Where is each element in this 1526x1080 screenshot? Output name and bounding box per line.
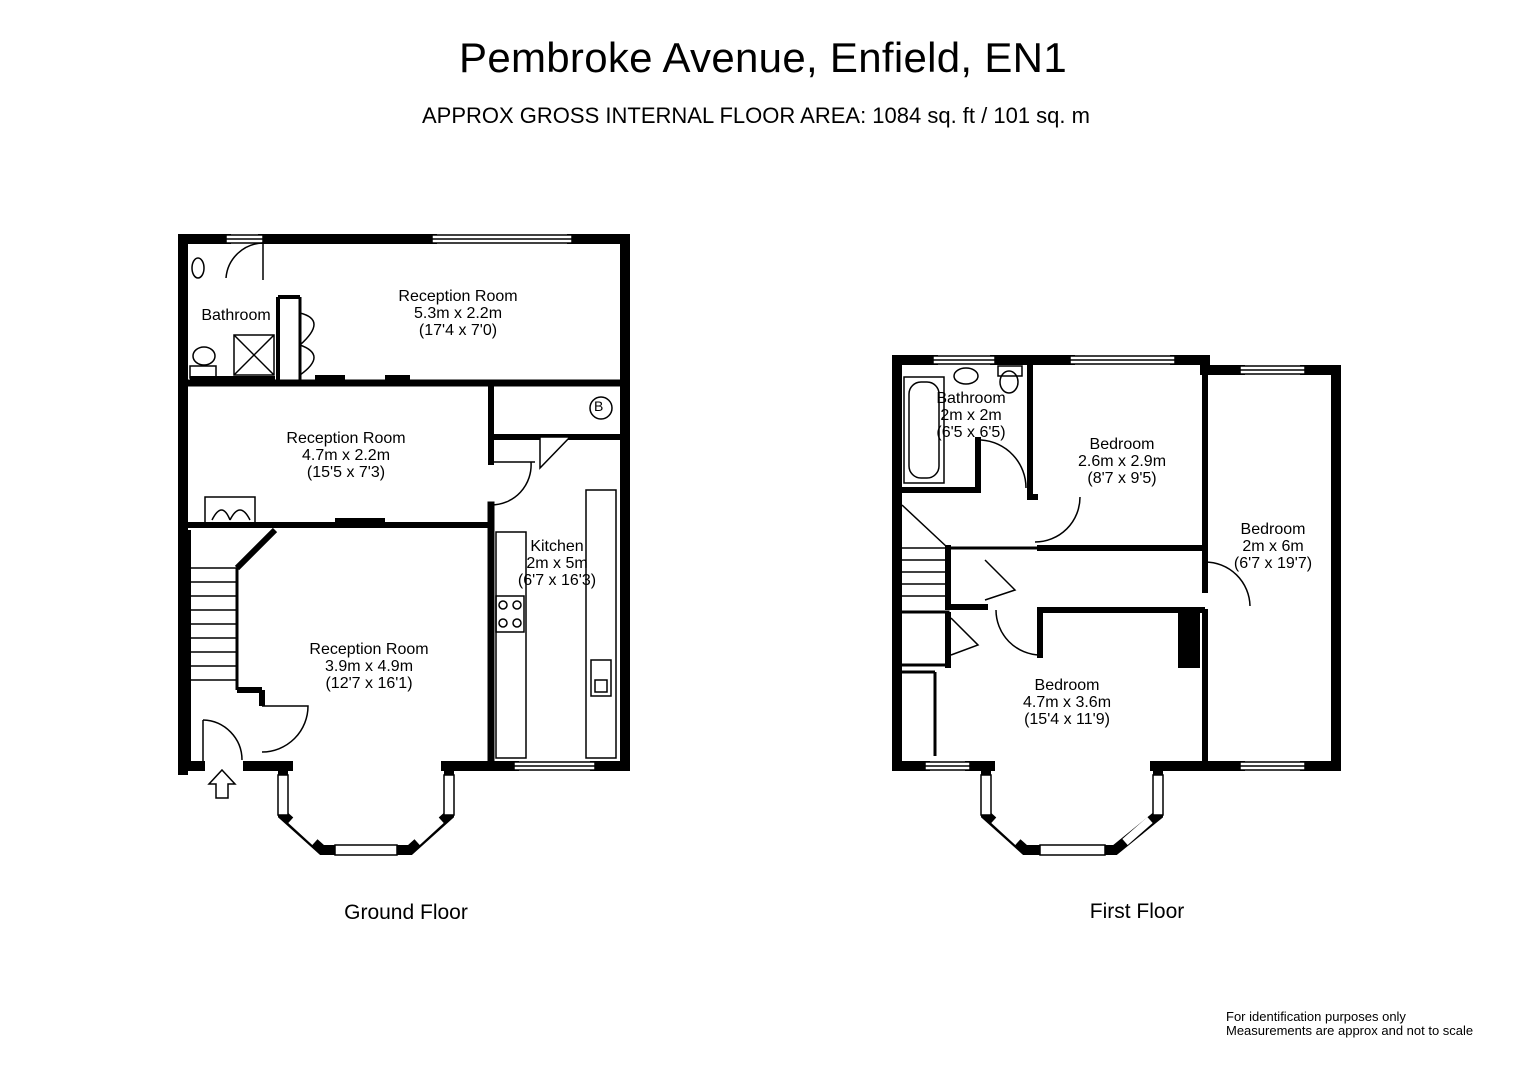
ground-bay-window — [277, 766, 455, 856]
boiler-icon — [589, 396, 613, 420]
room-label-kitchen: Kitchen 2m x 5m (6'7 x 16'3) — [517, 538, 597, 589]
room-label-reception-1: Reception Room 5.3m x 2.2m (17'4 x 7'0) — [398, 288, 518, 339]
disclaimer: For identification purposes only Measure… — [1226, 1010, 1473, 1038]
ground-top-windows — [225, 234, 596, 771]
ground-stairs — [181, 496, 278, 770]
ground-floor-label: Ground Floor — [344, 901, 468, 924]
floor-area-summary: APPROX GROSS INTERNAL FLOOR AREA: 1084 s… — [422, 103, 1090, 128]
room-label-bathroom-ground: Bathroom — [201, 307, 271, 324]
room-label-reception-2: Reception Room 4.7m x 2.2m (15'5 x 7'3) — [286, 430, 406, 481]
first-floor-walls — [892, 355, 1341, 771]
plan-title: Pembroke Avenue, Enfield, EN1 — [459, 34, 1067, 81]
room-label-bedroom-2: Bedroom 2m x 6m (6'7 x 19'7) — [1233, 521, 1313, 572]
boiler-label: B — [594, 398, 604, 414]
disclaimer-line-2: Measurements are approx and not to scale — [1226, 1023, 1474, 1038]
room-label-bathroom-first: Bathroom 2m x 2m (6'5 x 6'5) — [936, 390, 1006, 441]
room-label-bedroom-3: Bedroom 4.7m x 3.6m (15'4 x 11'9) — [1022, 677, 1112, 728]
first-bay-window — [980, 766, 1164, 856]
disclaimer-line-1: For identification purposes only — [1226, 1009, 1406, 1024]
room-label-bedroom-1: Bedroom 2.6m x 2.9m (8'7 x 9'5) — [1077, 436, 1167, 487]
first-floor-label: First Floor — [1089, 900, 1185, 923]
room-label-reception-3: Reception Room 3.9m x 4.9m (12'7 x 16'1) — [309, 641, 429, 692]
entrance-arrow-icon — [207, 768, 237, 799]
